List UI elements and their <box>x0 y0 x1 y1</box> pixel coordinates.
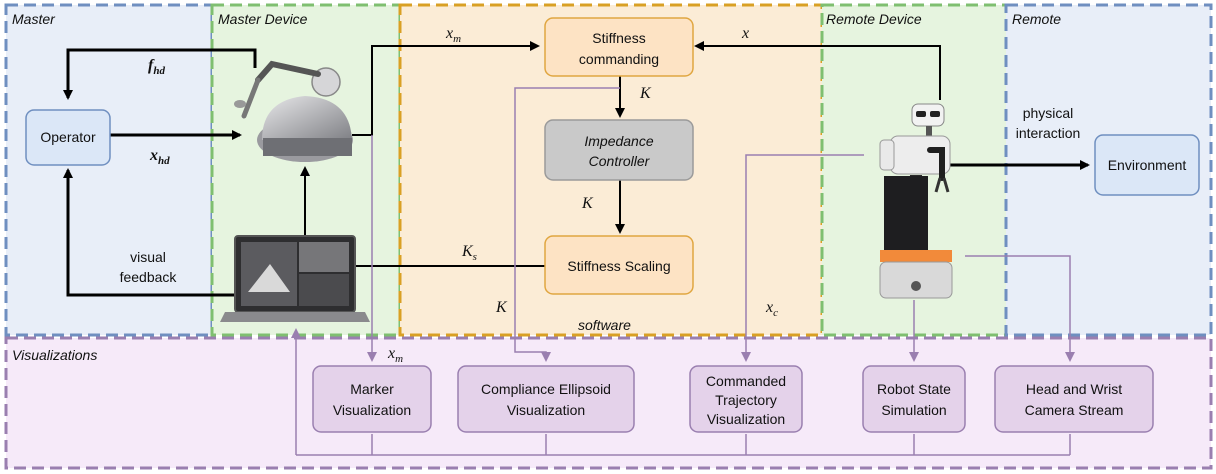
impedance-controller-node: Impedance Controller <box>544 119 694 181</box>
physical-interaction-label-1: physical <box>1023 105 1074 121</box>
stiffness-commanding-node: Stiffness commanding <box>544 17 694 77</box>
marker-label-2: Visualization <box>333 402 411 418</box>
haptic-device-image <box>234 60 353 162</box>
robot-image <box>879 103 953 299</box>
remote-title: Remote <box>1012 11 1061 27</box>
robot-state-label-1: Robot State <box>877 381 951 397</box>
stiffness-scaling-node: Stiffness Scaling <box>544 235 694 295</box>
x-m-viz-label: xm <box>387 345 403 365</box>
x-hd-label: xhd <box>149 147 170 167</box>
marker-visualization-node: Marker Visualization <box>312 365 432 433</box>
master-device-title: Master Device <box>218 11 308 27</box>
k-label-1: K <box>639 85 652 102</box>
physical-interaction-label-2: interaction <box>1016 125 1081 141</box>
compliance-label-1: Compliance Ellipsoid <box>481 381 611 397</box>
camera-stream-node: Head and Wrist Camera Stream <box>994 365 1154 433</box>
arrow-x <box>694 41 941 100</box>
k-label-3: K <box>495 299 508 316</box>
robot-state-node: Robot State Simulation <box>862 365 966 433</box>
x-m-label: xm <box>445 25 461 45</box>
stiffness-commanding-label-2: commanding <box>579 51 659 67</box>
commanded-trajectory-node: Commanded Trajectory Visualization <box>689 365 803 433</box>
visualizations-title: Visualizations <box>12 347 97 363</box>
remote-device-title: Remote Device <box>826 11 922 27</box>
software-title: software <box>578 317 631 333</box>
viz-arrow-commanded <box>741 154 864 362</box>
environment-node: Environment <box>1094 134 1200 196</box>
impedance-label-1: Impedance <box>584 133 653 149</box>
arrow-visual-feedback <box>63 168 235 297</box>
viz-arrow-compliance <box>514 87 620 362</box>
x-label: x <box>741 25 749 42</box>
k-label-2: K <box>581 195 594 212</box>
x-c-label: xc <box>765 299 778 319</box>
camera-label-2: Camera Stream <box>1025 402 1124 418</box>
environment-label: Environment <box>1108 157 1187 173</box>
visual-feedback-label-1: visual <box>130 249 166 265</box>
viz-arrow-camera <box>965 255 1075 362</box>
commanded-label-2: Trajectory <box>715 392 777 408</box>
operator-node: Operator <box>25 109 111 166</box>
commanded-label-3: Visualization <box>707 411 785 427</box>
k-s-label: Ks <box>461 243 477 263</box>
stiffness-scaling-label: Stiffness Scaling <box>567 258 670 274</box>
camera-label-1: Head and Wrist <box>1026 381 1122 397</box>
marker-label-1: Marker <box>350 381 394 397</box>
compliance-visualization-node: Compliance Ellipsoid Visualization <box>457 365 635 433</box>
robot-state-label-2: Simulation <box>881 402 946 418</box>
viz-bus-line <box>296 434 1071 456</box>
f-hd-label: fhd <box>148 57 165 77</box>
master-title: Master <box>12 11 56 27</box>
impedance-label-2: Controller <box>589 153 651 169</box>
stiffness-commanding-label-1: Stiffness <box>592 30 645 46</box>
compliance-label-2: Visualization <box>507 402 585 418</box>
arrow-x-m <box>352 41 540 136</box>
commanded-label-1: Commanded <box>706 373 786 389</box>
operator-label: Operator <box>40 129 96 145</box>
arrow-f-hd <box>63 48 257 100</box>
laptop-image <box>220 235 370 322</box>
visual-feedback-label-2: feedback <box>120 269 178 285</box>
master-region <box>4 3 214 337</box>
